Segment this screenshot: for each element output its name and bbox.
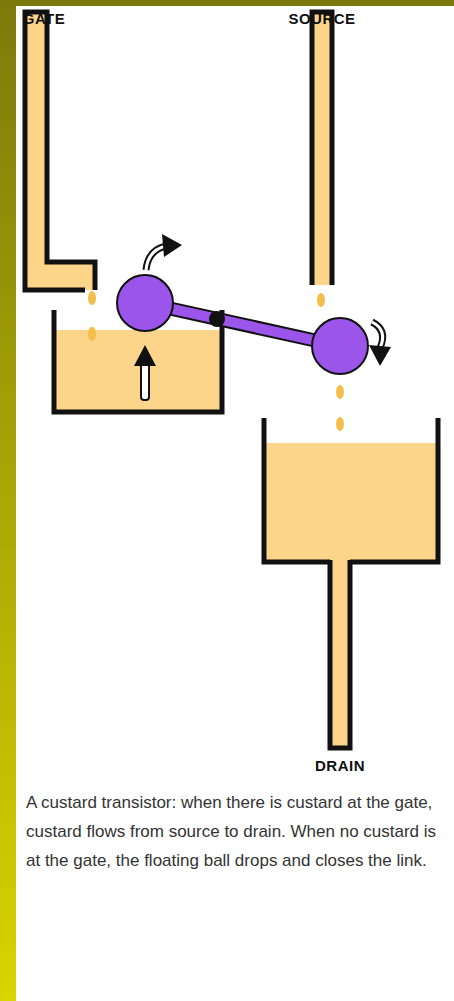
caption: A custard transistor: when there is cust… [26, 788, 441, 875]
drain-label: DRAIN [315, 757, 365, 774]
source-label: SOURCE [288, 10, 355, 27]
gate-label: GATE [23, 10, 66, 27]
